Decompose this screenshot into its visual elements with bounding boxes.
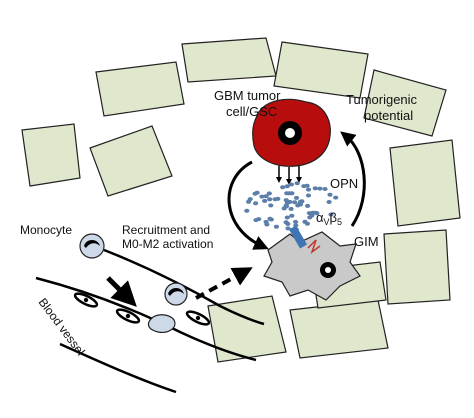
opn-dot: [253, 201, 259, 206]
recruitment-arrows: [106, 267, 253, 307]
opn-dot: [288, 206, 294, 211]
brain-cells: [21, 37, 461, 363]
blood-vessel: [35, 248, 265, 394]
brain-cell: [21, 123, 81, 187]
opn-dot: [326, 200, 332, 204]
blood-vessel-label: Blood vessel: [36, 295, 88, 358]
nucleus-icon: [325, 267, 331, 273]
brain-cell: [207, 295, 287, 363]
opn-dot: [293, 219, 299, 224]
brain-cell: [273, 41, 369, 99]
monocyte-body: [164, 282, 188, 306]
arrow-icon: [227, 160, 269, 250]
integrin-beta: β: [330, 210, 337, 225]
monocyte-cell: [79, 233, 105, 259]
opn-dot: [287, 199, 293, 204]
tumorigenic-label-line1: Tumorigenic: [346, 92, 418, 107]
transmigrating-monocytes: [147, 282, 188, 333]
opn-dot: [288, 182, 294, 187]
opn-dot: [272, 197, 278, 202]
brain-cell: [89, 125, 173, 197]
opn-dot: [262, 198, 268, 203]
monocyte-body: [147, 314, 176, 333]
arrow-icon: [106, 276, 137, 307]
monocyte-body: [79, 233, 105, 259]
nucleus-icon: [125, 313, 131, 319]
opn-dot: [333, 195, 339, 200]
brain-cell: [389, 139, 461, 227]
opn-dot: [247, 197, 253, 202]
opn-dot: [254, 190, 260, 195]
gbm-label-line1: GBM tumor: [214, 88, 281, 103]
recruitment-label-line1: Recruitment and: [122, 223, 210, 237]
gim-cell: [263, 225, 361, 301]
opn-label: OPN: [330, 176, 358, 191]
gim-label: GIM: [354, 234, 379, 249]
opn-dot: [310, 210, 316, 215]
opn-dot: [305, 193, 312, 198]
monocyte-label: Monocyte: [20, 223, 72, 237]
vessel-wall: [35, 276, 257, 362]
opn-dot: [244, 208, 250, 213]
integrin-beta-sub: 5: [337, 217, 342, 227]
opn-dot: [283, 198, 289, 203]
nucleus-icon: [84, 240, 100, 248]
opn-dot: [263, 219, 269, 224]
cycle-arrows: [227, 131, 366, 250]
opn-dot: [284, 215, 290, 220]
secretion-arrows: [276, 166, 302, 185]
receptor-icon: [307, 239, 321, 255]
nucleus-icon: [168, 288, 184, 296]
opn-dot: [317, 186, 323, 191]
nucleus-icon: [83, 297, 89, 303]
brain-cell: [363, 69, 447, 137]
opn-dot: [268, 203, 274, 208]
opn-dot: [305, 203, 311, 208]
opn-dot: [266, 191, 272, 196]
opn-dot: [280, 185, 286, 190]
opn-dot: [267, 216, 273, 221]
opn-dot: [322, 187, 328, 191]
opn-dot: [289, 213, 295, 218]
opn-dot: [253, 218, 259, 223]
opn-dot: [273, 224, 279, 229]
tumorigenic-label-line2: potential: [364, 108, 413, 123]
arrow-icon: [340, 131, 366, 227]
opn-dot: [263, 194, 269, 199]
opn-dot: [302, 219, 308, 224]
brain-cell: [289, 299, 389, 359]
opn-dot: [305, 187, 312, 192]
opn-dot: [301, 184, 307, 189]
integrin-alpha: α: [316, 210, 324, 225]
opn-dot: [285, 221, 291, 226]
opn-dot: [327, 192, 333, 197]
receptor-icon: [289, 225, 307, 249]
opn-dot: [292, 200, 298, 205]
opn-dot: [328, 212, 334, 217]
opn-dot: [267, 197, 273, 202]
opn-dot: [284, 184, 290, 189]
gbm-tumor-cell: [252, 98, 331, 167]
gbm-label-line2: cell/GSC: [226, 104, 277, 119]
integrin-alpha-sub: V: [324, 217, 330, 227]
opn-dot: [286, 191, 292, 196]
opn-dot: [297, 202, 303, 207]
vessel-wall: [103, 248, 265, 326]
integrin-label: αVβ5: [316, 210, 342, 227]
brain-cell: [383, 229, 451, 305]
nucleus-icon: [285, 128, 295, 138]
brain-cell: [95, 61, 185, 117]
opn-dot: [293, 195, 300, 200]
vessel-wall: [59, 342, 177, 394]
dashed-arrow-icon: [195, 267, 253, 300]
opn-dot: [294, 181, 300, 186]
opn-dot: [312, 186, 318, 191]
brain-cell: [181, 37, 277, 83]
recruitment-label-line2: M0-M2 activation: [122, 237, 213, 251]
nucleus-icon: [195, 315, 201, 321]
gim-cell-body: [263, 231, 361, 301]
opn-dot: [259, 194, 265, 199]
